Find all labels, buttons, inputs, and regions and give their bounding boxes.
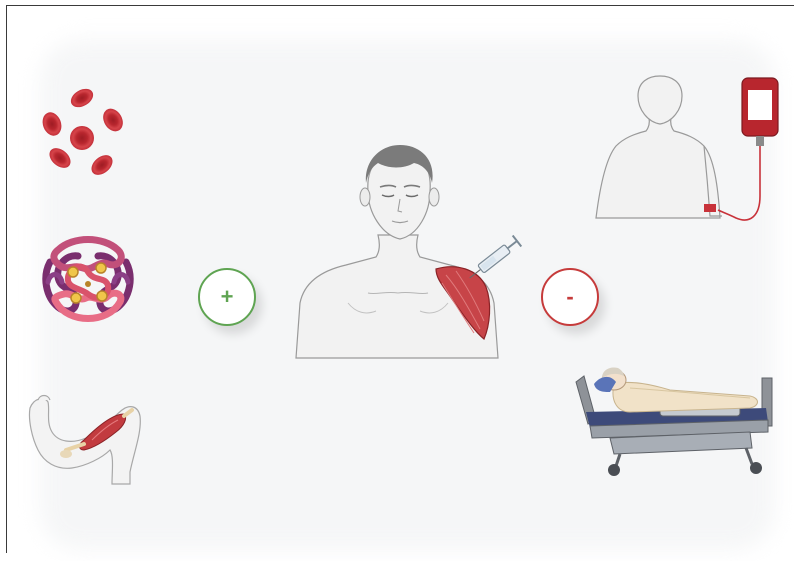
positive-sign: +: [198, 268, 256, 326]
flexed-arm-muscle-icon: [26, 392, 146, 487]
patient-in-hospital-bed-icon: [570, 362, 780, 480]
head: [360, 145, 439, 239]
negative-sign: -: [541, 268, 599, 326]
shoulder-intramuscular-injection-icon: [296, 143, 526, 363]
blood-transfusion-icon: [594, 76, 784, 236]
reclining-patient: [594, 367, 758, 412]
hemoglobin-molecule-icon: [38, 232, 138, 332]
blood-bag: [718, 78, 778, 220]
red-blood-cells-icon: [38, 88, 138, 183]
patient-torso: [596, 76, 722, 218]
